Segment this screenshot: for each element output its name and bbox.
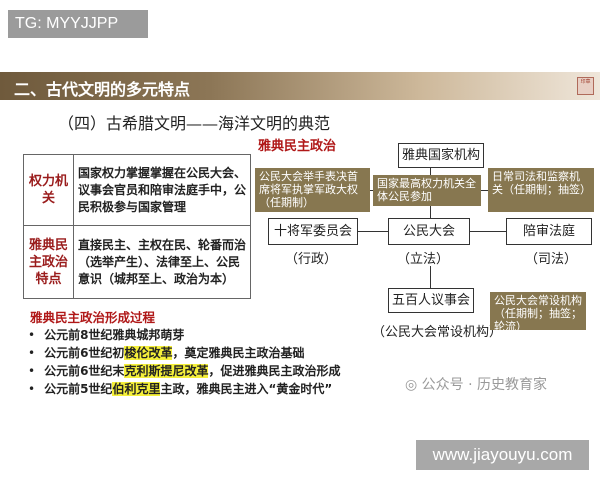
row-key: 雅典民主政治特点 — [23, 225, 74, 299]
watermark-text: 公众号 · 历史教育家 — [421, 377, 548, 393]
arrow-left — [358, 231, 388, 232]
root-box: 雅典国家机构 — [398, 143, 484, 168]
row-key: 权力机关 — [23, 154, 74, 226]
table-row: 雅典民主政治特点直接民主、主权在民、轮番而治（选举产生）、法律至上、公民意识（城… — [23, 225, 251, 299]
left-note: 公民大会举手表决首席将军执掌军政大权（任期制） — [255, 168, 370, 212]
item-text: 公元前6世纪末 — [44, 364, 125, 378]
process-title: 雅典民主政治形成过程 — [30, 310, 156, 325]
wechat-icon: ◎ — [405, 377, 422, 393]
arrow-right — [470, 231, 506, 232]
item-highlight: 克利斯提尼改革 — [124, 364, 209, 378]
right-role: （司法） — [525, 252, 578, 267]
subtitle: （四）古希腊文明——海洋文明的典范 — [58, 114, 331, 133]
list-item: 公元前6世纪末克利斯提尼改革，促进雅典民主政治形成 — [28, 362, 340, 380]
mid-role: （立法） — [397, 252, 450, 267]
court-box: 陪审法庭 — [506, 218, 592, 245]
table-row: 权力机关国家权力掌握掌握在公民大会、议事会官员和陪审法庭手中，公民积极参与国家管… — [23, 154, 251, 226]
item-text: ，奠定雅典民主政治基础 — [172, 346, 305, 360]
header-bar: 二、古代文明的多元特点 — [0, 72, 600, 100]
item-text: 公元前6世纪初 — [44, 346, 125, 360]
site-label: www.jiayouyu.com — [416, 440, 589, 470]
diagram-title: 雅典民主政治 — [258, 139, 337, 154]
generals-box: 十将军委员会 — [268, 218, 358, 245]
item-text: 主政，雅典民主进入“黄金时代” — [160, 382, 333, 396]
item-highlight: 梭伦改革 — [124, 346, 173, 360]
tag-label: TG: MYYJJPP — [8, 10, 148, 38]
item-highlight: 伯利克里 — [112, 382, 161, 396]
process-list: 公元前8世纪雅典城邦萌芽 公元前6世纪初梭伦改革，奠定雅典民主政治基础 公元前6… — [28, 326, 340, 398]
council-note: 公民大会常设机构（任期制；抽签；轮流） — [490, 292, 586, 333]
row-value: 国家权力掌握掌握在公民大会、议事会官员和陪审法庭手中，公民积极参与国家管理 — [73, 154, 251, 226]
list-item: 公元前5世纪伯利克里主政，雅典民主进入“黄金时代” — [28, 380, 340, 398]
council-box: 五百人议事会 — [388, 288, 474, 313]
list-item: 公元前8世纪雅典城邦萌芽 — [28, 326, 340, 344]
left-role: （行政） — [285, 252, 338, 267]
item-text: 公元前5世纪 — [44, 382, 113, 396]
right-note: 日常司法和监察机关（任期制；抽签） — [488, 168, 594, 212]
mid-note: 国家最高权力机关全体公民参加 — [373, 175, 481, 206]
item-text: ，促进雅典民主政治形成 — [208, 364, 341, 378]
seal-icon: 印章 — [577, 77, 594, 95]
list-item: 公元前6世纪初梭伦改革，奠定雅典民主政治基础 — [28, 344, 340, 362]
assembly-box: 公民大会 — [388, 218, 470, 245]
watermark: ◎ 公众号 · 历史教育家 — [405, 374, 547, 394]
feature-table: 权力机关国家权力掌握掌握在公民大会、议事会官员和陪审法庭手中，公民积极参与国家管… — [23, 154, 251, 299]
arrow-down — [430, 266, 431, 288]
header-title: 二、古代文明的多元特点 — [14, 80, 191, 99]
row-value: 直接民主、主权在民、轮番而治（选举产生）、法律至上、公民意识（城邦至上、政治为本… — [73, 225, 251, 299]
council-role: （公民大会常设机构） — [372, 325, 503, 340]
item-text: 公元前8世纪雅典城邦萌芽 — [44, 328, 185, 342]
